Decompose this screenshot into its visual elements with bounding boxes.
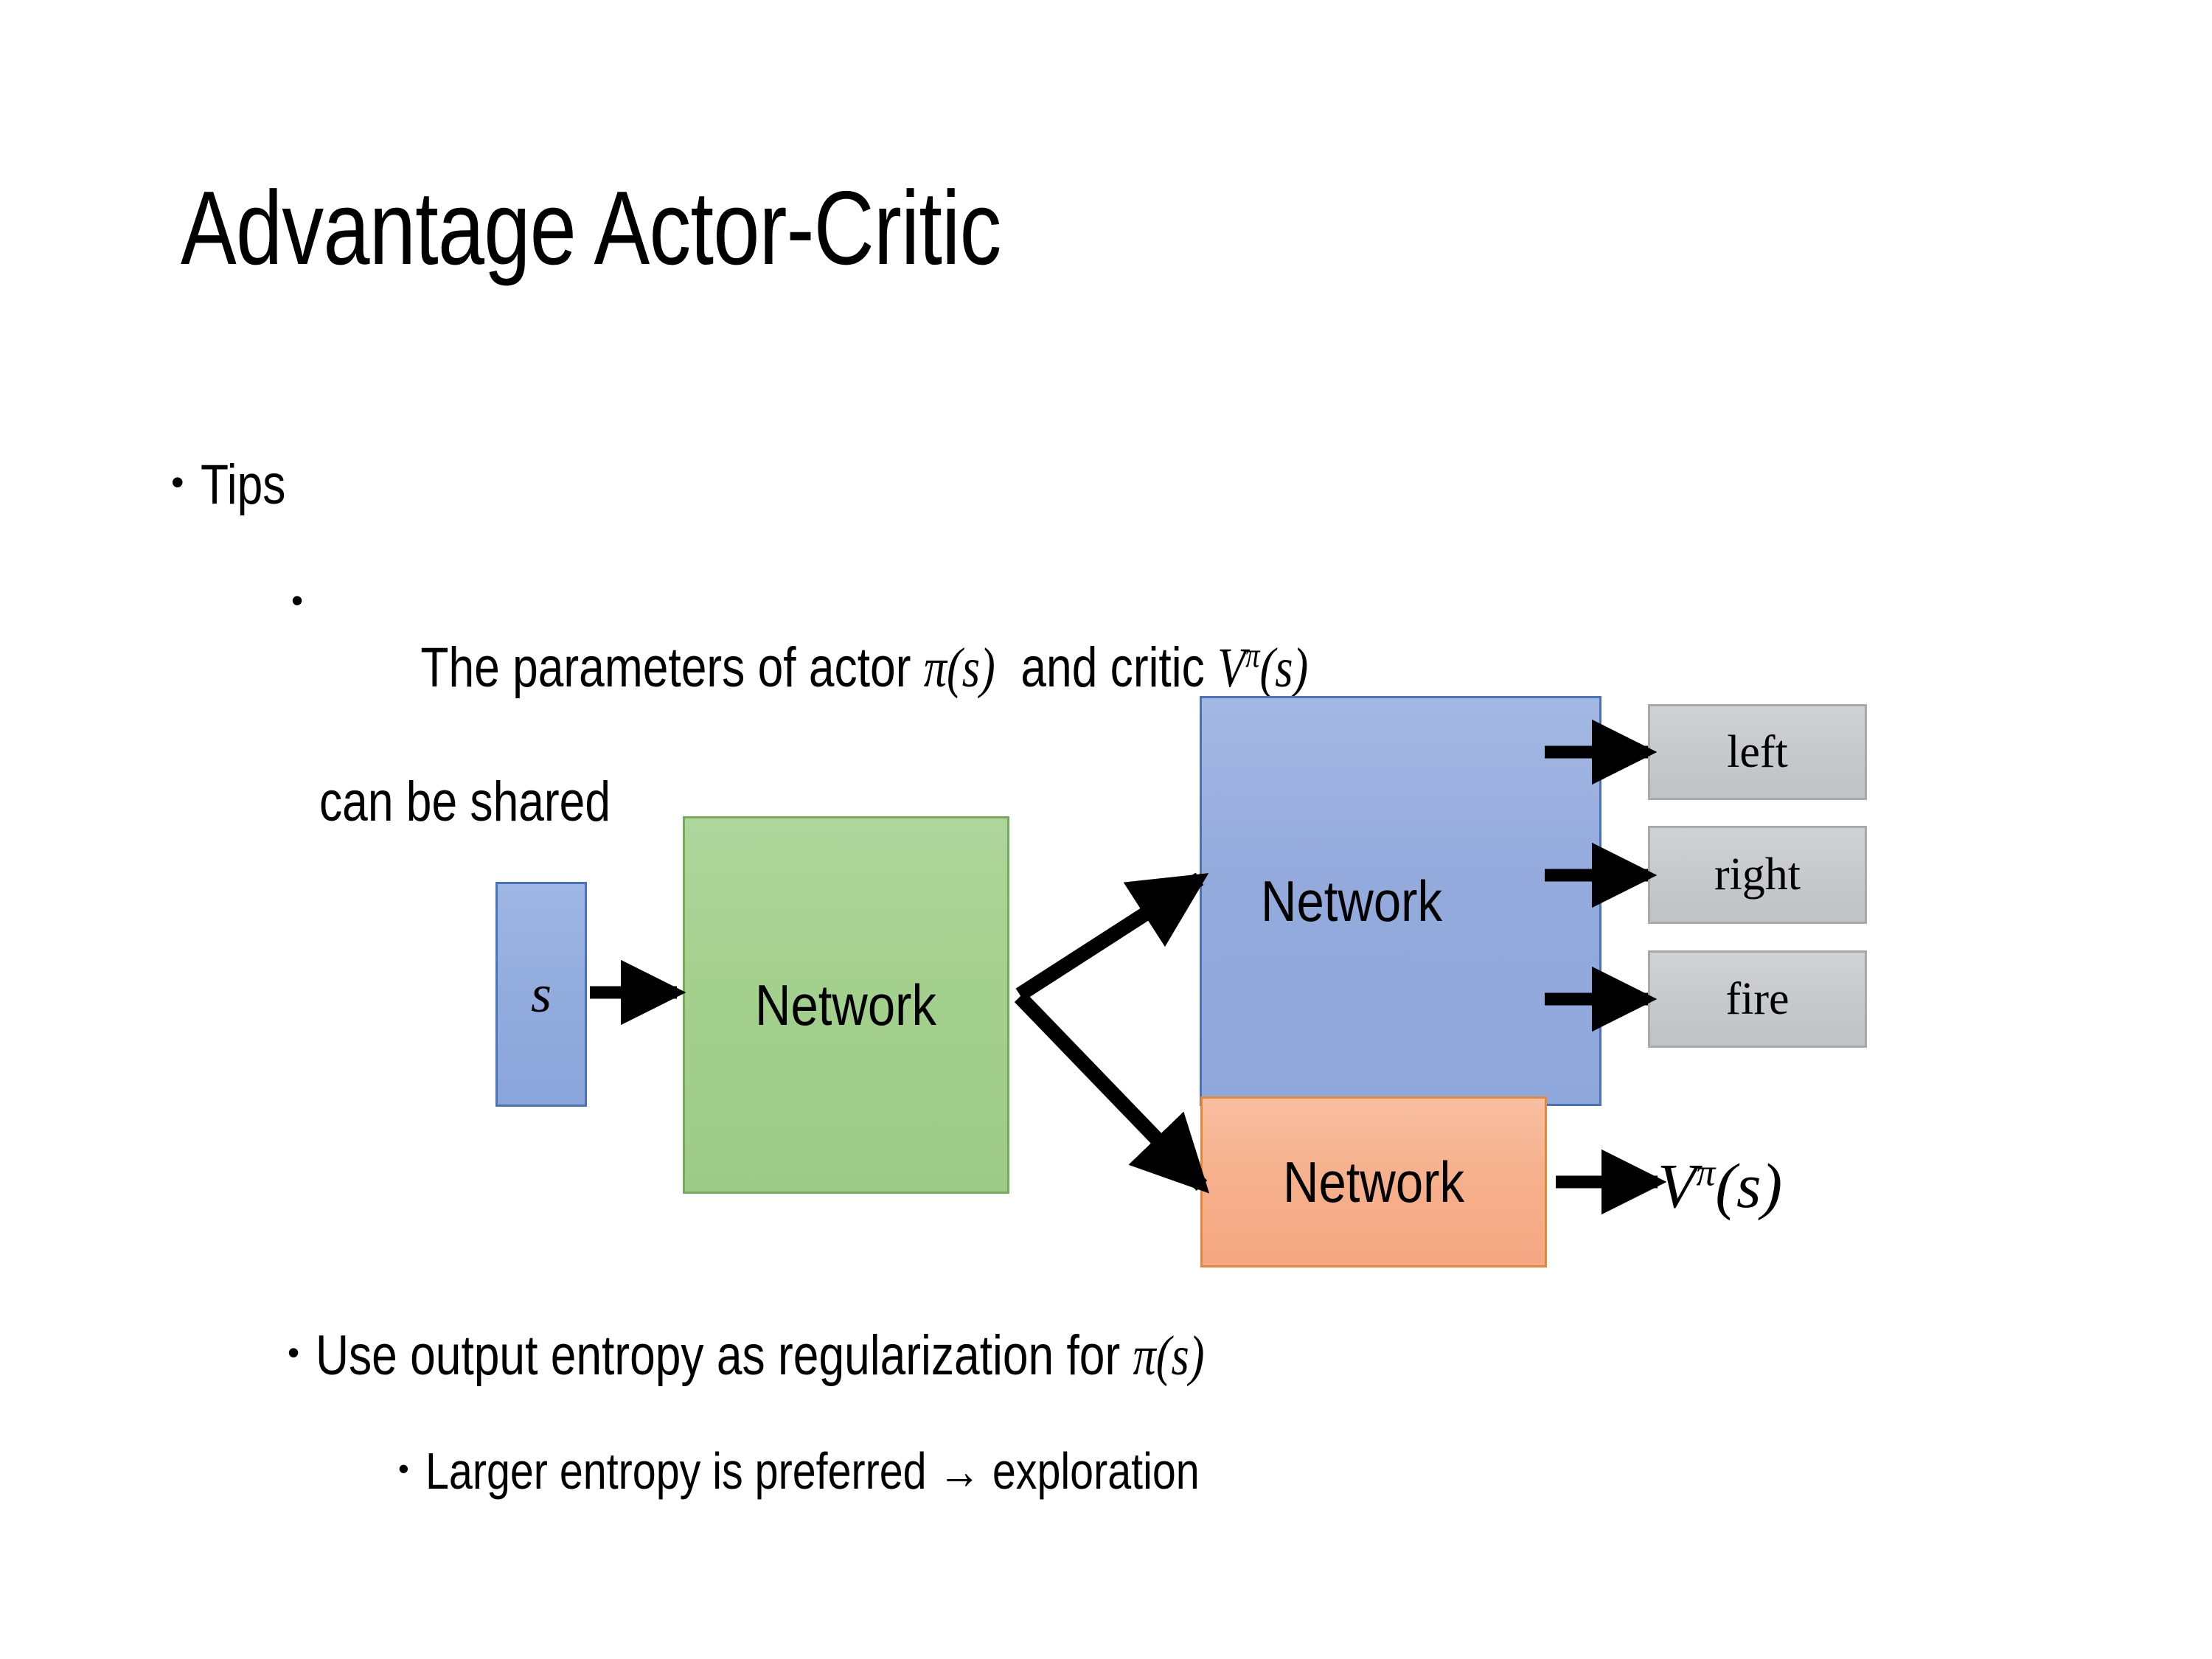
critic-network-box: Network [1200,1096,1547,1267]
bullet-glyph-icon: • [291,581,304,619]
v-arg: (s) [1259,637,1309,700]
bullet-larger-entropy-text: Larger entropy is preferred → exploratio… [425,1442,1200,1500]
bullet-glyph-icon: • [398,1451,409,1486]
critic-output-arg: (s) [1715,1150,1783,1221]
actor-network-label: Network [1261,868,1443,933]
action-label-left: left [1727,726,1788,777]
action-box-left: left [1648,704,1867,800]
action-label-right: right [1714,849,1801,900]
pi-of-s-math: π(s) [923,637,995,700]
shared-params-text-pre: The parameters of actor [420,636,924,700]
shared-network-box: Network [683,816,1009,1194]
bullet-tips: • Tips [171,453,304,516]
pi-superscript: π [1245,637,1260,676]
shared-network-label: Network [755,972,937,1037]
action-box-right: right [1648,826,1867,924]
bullet-entropy-regularization: • Use output entropy as regularization f… [288,1324,1399,1388]
critic-output-superscript: π [1696,1152,1716,1194]
bullet-glyph-icon: • [171,462,184,503]
action-label-fire: fire [1725,973,1790,1024]
bullet-shared-parameters-line1: The parameters of actor π(s) and critic … [319,571,1309,765]
bullet-tips-label: Tips [200,453,285,516]
bullet-entropy-regularization-text: Use output entropy as regularization for… [316,1324,1205,1388]
critic-network-label: Network [1282,1149,1465,1214]
arrow-shared-to-actor [1015,872,1209,1001]
v-pi-of-s-math: Vπ(s) [1217,637,1308,699]
pi-of-s-math: π(s) [1133,1325,1205,1387]
bullet-glyph-icon: • [288,1333,300,1371]
bullet-larger-entropy: • Larger entropy is preferred → explorat… [398,1441,1369,1501]
critic-output-label: Vπ(s) [1658,1149,1782,1222]
v-base: V [1217,637,1246,700]
state-label: s [530,964,552,1023]
entropy-reg-text: Use output entropy as regularization for [316,1324,1133,1387]
actor-network-box: Network [1200,696,1601,1106]
bullet-shared-parameters: • The parameters of actor π(s) and criti… [291,571,1526,835]
arrow-shared-to-critic [1014,992,1210,1194]
bullet-shared-parameters-line2: can be shared [319,771,611,834]
state-input-box: s [495,882,587,1107]
page-title: Advantage Actor-Critic [181,170,1001,287]
critic-output-base: V [1658,1150,1697,1221]
action-box-fire: fire [1648,950,1867,1048]
shared-params-text-mid: and critic [995,636,1218,700]
